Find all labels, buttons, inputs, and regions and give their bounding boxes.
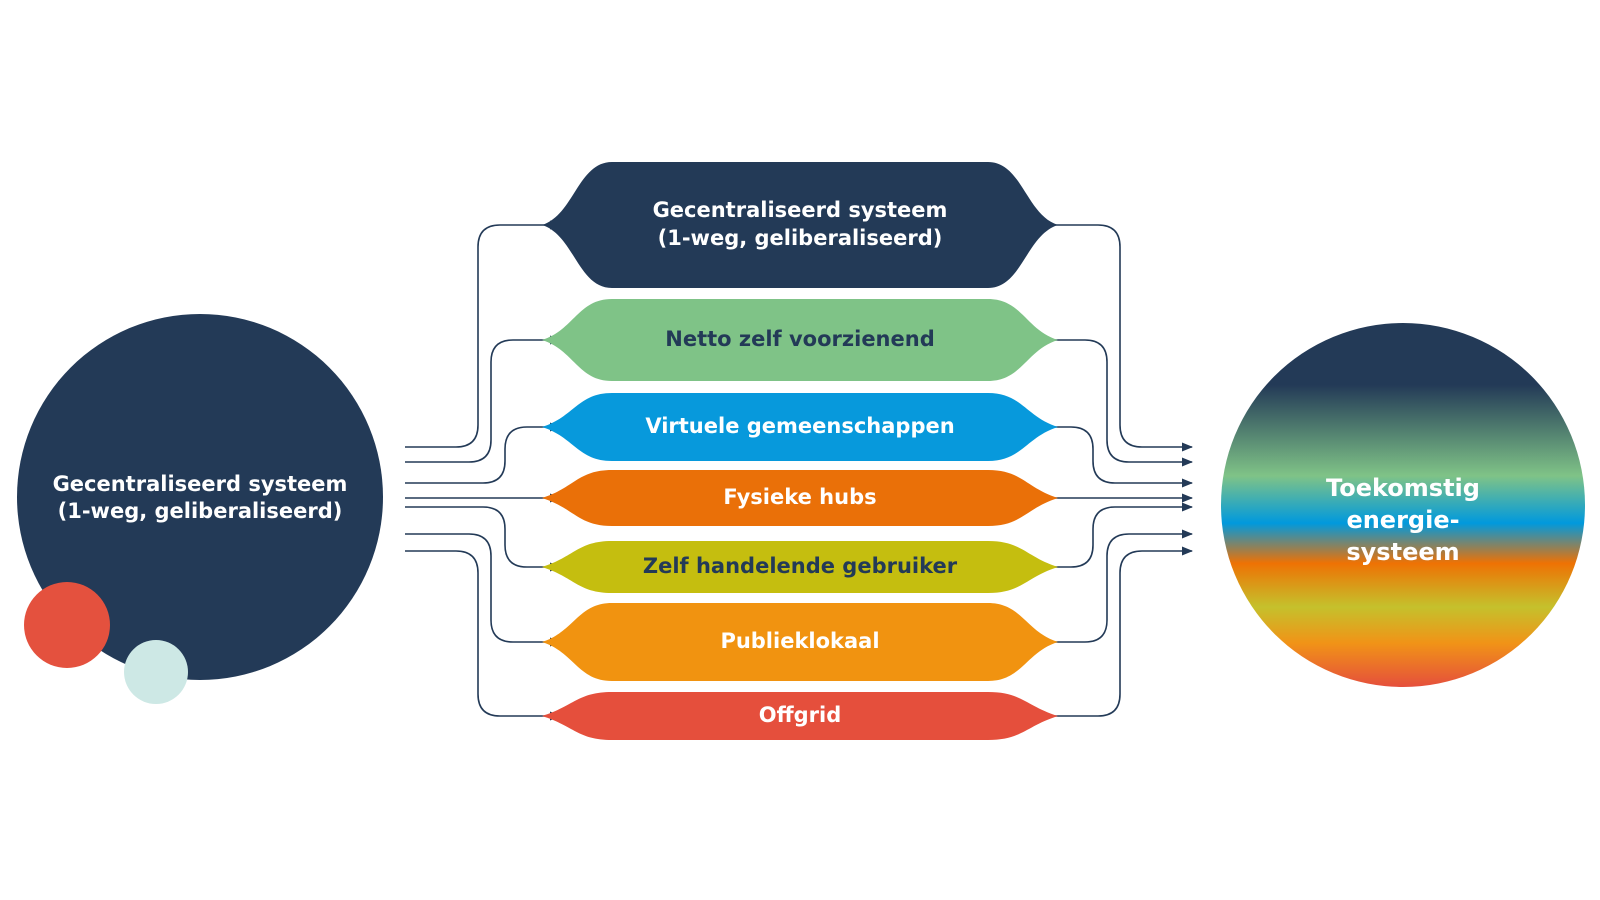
pathway-banner-5 [542, 541, 1058, 593]
connector-in-5 [405, 506, 562, 572]
source-system: Gecentraliseerd systeem (1-weg, gelibera… [17, 314, 383, 704]
pathway-label: Virtuele gemeenschappen [645, 414, 954, 438]
pathway-item: Offgrid [542, 692, 1058, 740]
target-label-line2: energie- [1346, 506, 1459, 534]
connector-out-7 [1040, 546, 1194, 717]
target-system: Toekomstig energie- systeem [1221, 323, 1585, 687]
connector-in-2 [405, 335, 562, 463]
pathway-label: Publieklokaal [720, 629, 879, 653]
connector-out-3 [1040, 426, 1194, 488]
connector-in-7 [405, 550, 562, 721]
pathway-banner-2 [542, 299, 1058, 381]
source-label-line2: (1-weg, geliberaliseerd) [58, 499, 343, 523]
pathway-banner-3 [542, 393, 1058, 461]
pathway-label: Fysieke hubs [723, 485, 876, 509]
pathway-banner-7 [542, 692, 1058, 740]
pathway-label: Gecentraliseerd systeem [653, 198, 948, 222]
pathway-label: Zelf handelende gebruiker [643, 554, 958, 578]
target-circle [1221, 323, 1585, 687]
pathway-item: Virtuele gemeenschappen [542, 393, 1058, 461]
pathway-list: Gecentraliseerd systeem (1-weg, geliberal… [542, 162, 1058, 740]
pathway-item: Publieklokaal [542, 603, 1058, 681]
source-circle [17, 314, 383, 680]
connector-in-1 [405, 220, 562, 448]
pathway-banner-6 [542, 603, 1058, 681]
decor-mint-circle [124, 640, 188, 704]
pathway-item: Gecentraliseerd systeem (1-weg, geliberal… [542, 162, 1058, 288]
connector-lines [405, 220, 1194, 721]
pathway-label: Offgrid [759, 703, 841, 727]
decor-red-circle [24, 582, 110, 668]
connector-out-5 [1040, 502, 1194, 568]
pathway-item: Zelf handelende gebruiker [542, 541, 1058, 593]
connector-out-2 [1040, 339, 1194, 467]
pathway-banner-1 [542, 162, 1058, 288]
target-label-line3: systeem [1346, 538, 1459, 566]
pathway-item: Netto zelf voorzienend [542, 299, 1058, 381]
connector-out-1 [1040, 224, 1194, 452]
connector-in-3 [405, 422, 562, 484]
pathway-label: Netto zelf voorzienend [665, 327, 934, 351]
source-label-line1: Gecentraliseerd systeem [53, 472, 348, 496]
connector-in-6 [405, 533, 562, 647]
pathway-label: (1-weg, geliberaliseerd) [658, 226, 943, 250]
target-label-line1: Toekomstig [1326, 474, 1480, 502]
pathway-banner-4 [542, 470, 1058, 526]
pathway-item: Fysieke hubs [542, 470, 1058, 526]
connector-out-6 [1040, 529, 1194, 643]
